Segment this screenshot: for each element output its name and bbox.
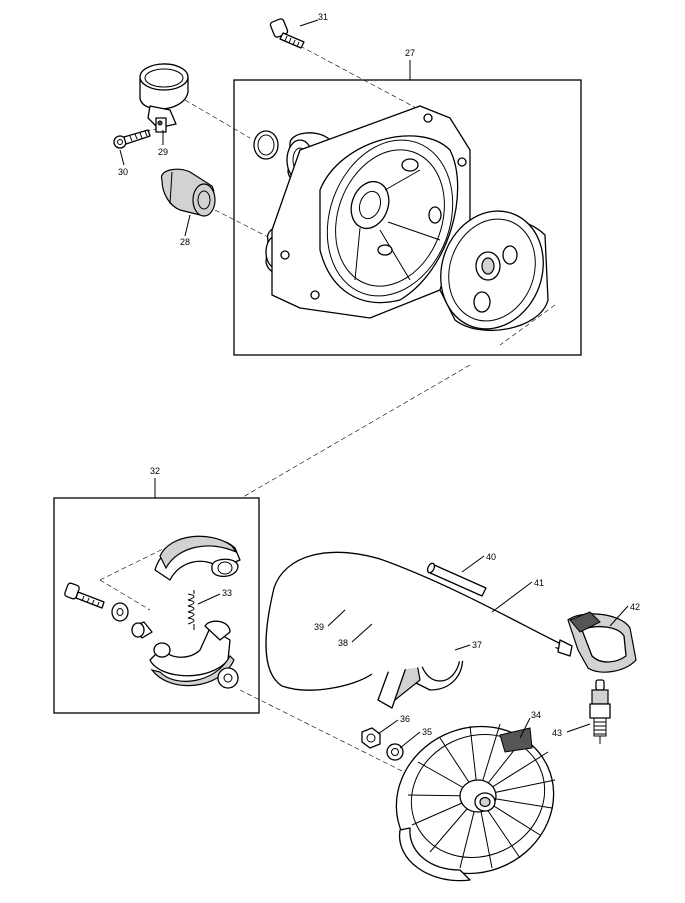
clutch-shoe-lower (149, 620, 235, 687)
spark-plug-43 (589, 679, 611, 744)
clamp-29 (139, 63, 189, 133)
nut-36 (361, 727, 381, 749)
snap-ring (253, 130, 279, 160)
bolt-31 (269, 18, 305, 49)
callout-43: 43 (552, 728, 562, 738)
tube-40 (426, 562, 487, 597)
clutch-shoe-upper (154, 535, 241, 581)
callout-32: 32 (150, 466, 160, 476)
cable-41 (265, 551, 573, 691)
assembly-guide-lines (99, 45, 556, 781)
callout-30: 30 (118, 167, 128, 177)
flywheel-34 (395, 723, 556, 882)
callout-39: 39 (314, 622, 324, 632)
callout-33: 33 (222, 588, 232, 598)
callout-28: 28 (180, 237, 190, 247)
clutch-bolt (64, 582, 105, 609)
callout-27: 27 (405, 48, 415, 58)
leader-lines (119, 19, 629, 749)
callout-42: 42 (630, 602, 640, 612)
callout-38: 38 (338, 638, 348, 648)
callout-37: 37 (472, 640, 482, 650)
callout-35: 35 (422, 727, 432, 737)
callout-numbers: 27 28 29 30 31 32 33 34 35 36 37 38 39 4… (118, 12, 640, 738)
plug-cap-42 (567, 611, 637, 673)
callout-40: 40 (486, 552, 496, 562)
clutch-bushing (131, 621, 153, 639)
callout-41: 41 (534, 578, 544, 588)
screw-30 (113, 129, 151, 149)
clutch-drum (439, 210, 549, 332)
damper-28 (160, 168, 216, 217)
callout-31: 31 (318, 12, 328, 22)
clutch-case-frame (233, 79, 582, 356)
callout-36: 36 (400, 714, 410, 724)
callout-34: 34 (531, 710, 541, 720)
clutch-washer (111, 602, 129, 622)
callout-29: 29 (158, 147, 168, 157)
clutch-case-27 (265, 105, 471, 319)
spring-33 (187, 590, 195, 630)
lock-washer-35 (386, 743, 404, 761)
clutch-assembly-frame (53, 497, 260, 714)
clutch-thrust-washer (217, 667, 239, 689)
